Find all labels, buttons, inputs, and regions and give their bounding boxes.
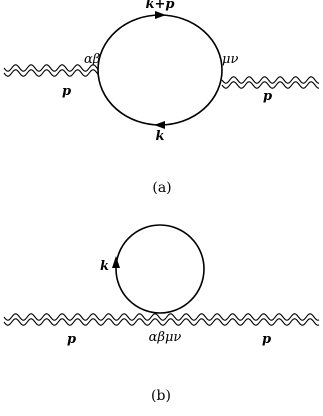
external-graviton-line-double [3, 318, 320, 326]
loop-circle [97, 14, 223, 126]
loop-arrow-icon [112, 256, 120, 268]
left-external-graviton-line [3, 64, 99, 72]
left-external-graviton-line-double [3, 69, 99, 77]
bottom-arrow-icon [154, 121, 165, 129]
diagram-a: k+p k αβ μν p p (a) [3, 0, 320, 196]
diagram-b: k p αβμν p (b) [3, 224, 320, 404]
external-graviton-line [3, 313, 320, 321]
top-momentum-label: k+p [146, 0, 175, 12]
tadpole-loop-circle [115, 224, 205, 314]
vertex-label-b: αβμν [149, 330, 182, 345]
left-vertex-label: αβ [84, 52, 100, 67]
top-arrow-icon [155, 11, 166, 19]
right-vertex-label: μν [222, 52, 238, 67]
right-external-graviton-line [221, 76, 320, 84]
left-external-momentum-label: p [62, 84, 71, 99]
right-external-momentum-label: p [263, 89, 272, 104]
left-external-momentum-label-b: p [67, 332, 76, 347]
caption-b: (b) [151, 388, 171, 404]
right-external-momentum-label-b: p [262, 332, 271, 347]
loop-momentum-label: k [100, 259, 109, 274]
bottom-momentum-label: k [155, 129, 164, 144]
caption-a: (a) [152, 180, 171, 196]
right-external-graviton-line-double [221, 81, 320, 89]
